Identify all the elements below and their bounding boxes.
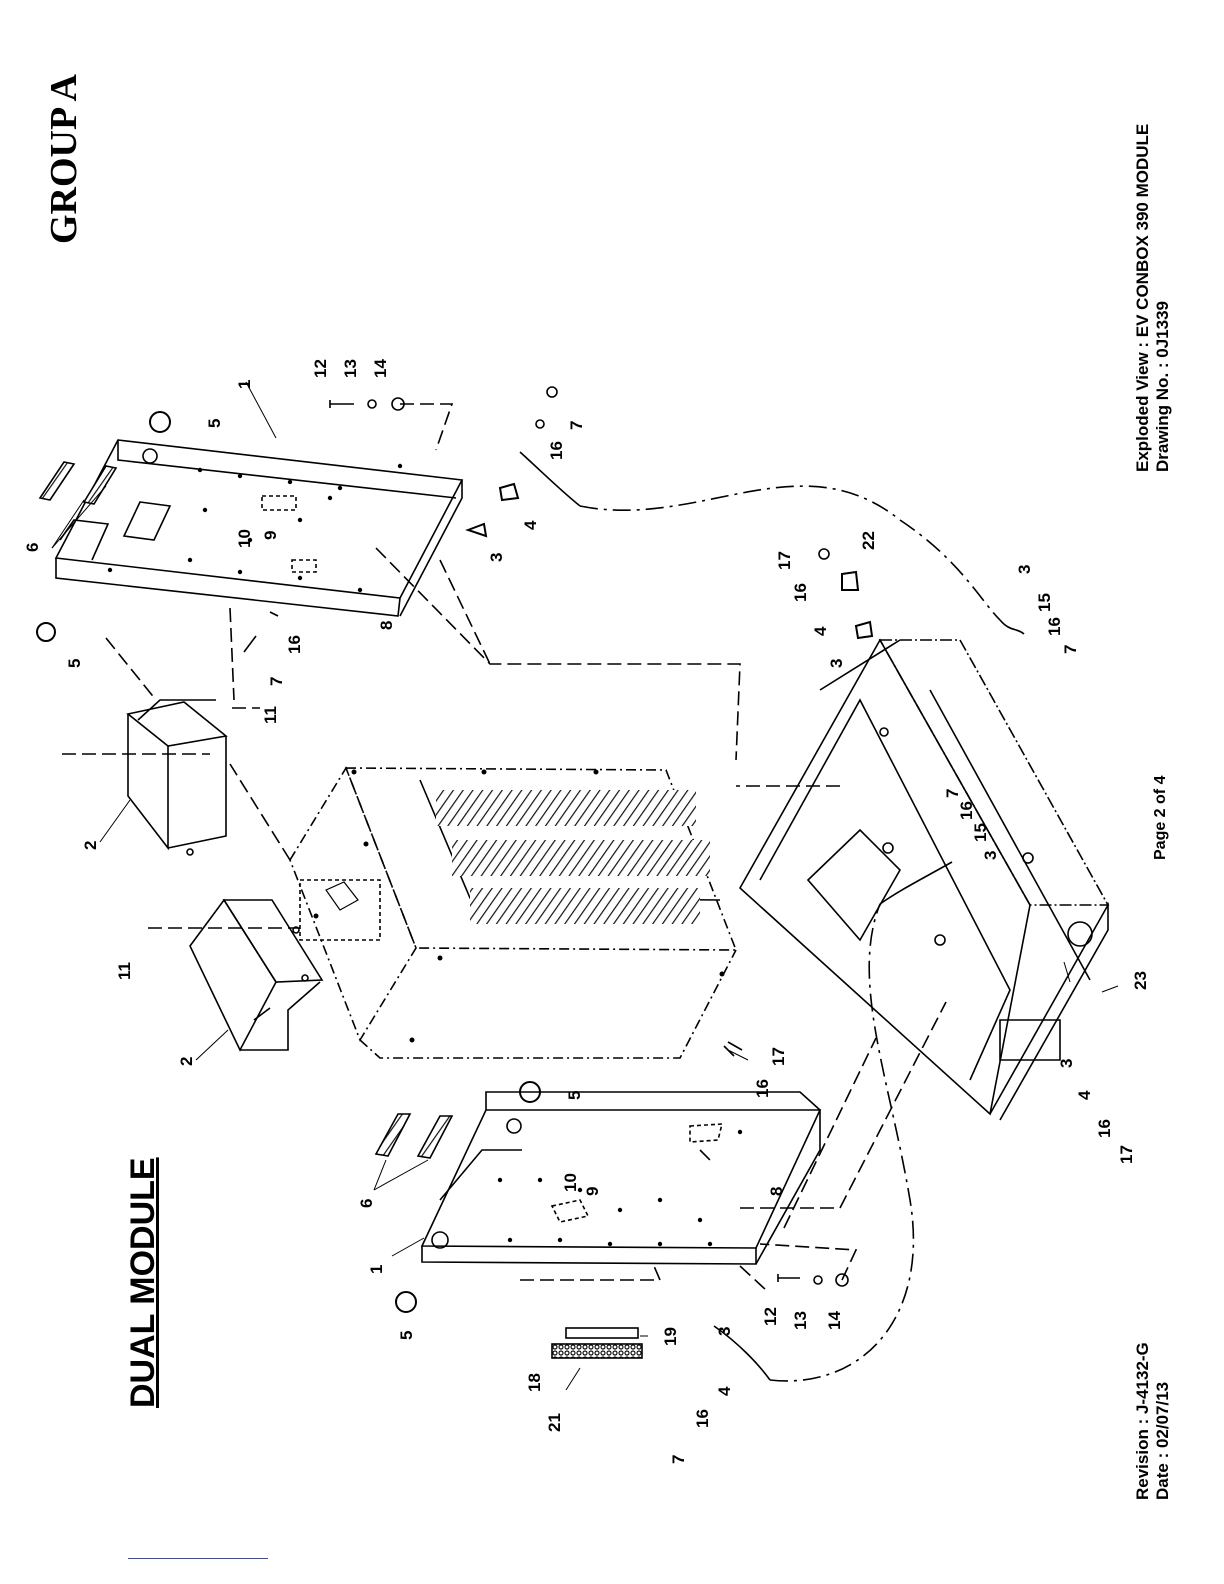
cover-lower: [190, 900, 322, 1050]
callout: 3: [715, 1327, 734, 1336]
callout: 15: [1035, 593, 1054, 612]
callout: 5: [65, 659, 84, 668]
callout: 17: [1117, 1145, 1136, 1164]
callout: 8: [377, 621, 396, 630]
gasket-strips-lower: [376, 1114, 452, 1158]
callout: 3: [981, 851, 1000, 860]
callout: 17: [769, 1047, 788, 1066]
callout: 4: [715, 1386, 734, 1396]
center-cabinet: [290, 768, 736, 1058]
leader-lines: [52, 382, 1118, 1390]
callout: 22: [859, 531, 878, 550]
callout: 12: [761, 1307, 780, 1326]
callout: 1: [235, 380, 254, 389]
callout: 9: [261, 531, 280, 540]
callout: 9: [583, 1187, 602, 1196]
callout: 1: [367, 1265, 386, 1274]
callout: 5: [397, 1331, 416, 1340]
callout: 21: [545, 1413, 564, 1432]
callout: 7: [267, 677, 286, 686]
callout: 4: [811, 626, 830, 636]
callout: 10: [235, 529, 254, 548]
callout: 16: [693, 1409, 712, 1428]
callout: 7: [669, 1455, 688, 1464]
base-frame: [740, 640, 1108, 1120]
callout: 16: [1095, 1119, 1114, 1138]
callout: 19: [661, 1327, 680, 1346]
callout: 6: [357, 1199, 376, 1208]
callout: 23: [1131, 971, 1150, 990]
callout: 5: [205, 419, 224, 428]
callout: 10: [561, 1173, 580, 1192]
callout: 18: [525, 1373, 544, 1392]
callout: 3: [827, 659, 846, 668]
callout: 8: [767, 1187, 786, 1196]
callout: 16: [1045, 617, 1064, 636]
callout: 3: [1057, 1059, 1076, 1068]
callout: 16: [547, 441, 566, 460]
callout: 13: [341, 359, 360, 378]
terminal-strip: [552, 1328, 642, 1358]
callout: 5: [565, 1091, 584, 1100]
callout: 3: [487, 553, 506, 562]
callout: 7: [1061, 645, 1080, 654]
callout: 14: [825, 1311, 844, 1330]
callout: 16: [285, 635, 304, 654]
callout: 16: [753, 1079, 772, 1098]
callout: 2: [81, 841, 100, 850]
callout: 17: [775, 551, 794, 570]
callout: 12: [311, 359, 330, 378]
callout: 3: [1015, 565, 1034, 574]
callout: 4: [521, 520, 540, 530]
callout: 6: [23, 543, 42, 552]
callout: 15: [971, 823, 990, 842]
gasket-strips-upper: [40, 462, 116, 504]
cover-upper: [128, 700, 226, 855]
callout: 16: [791, 583, 810, 602]
callout: 13: [791, 1311, 810, 1330]
callout: 11: [261, 706, 280, 724]
callout: 16: [957, 801, 976, 820]
callout: 14: [371, 359, 390, 378]
side-panel-upper: [56, 440, 462, 616]
callout: 7: [567, 421, 586, 430]
side-panel-lower: [422, 1092, 820, 1264]
callout: 4: [1075, 1090, 1094, 1100]
callout: 2: [177, 1057, 196, 1066]
callout: 11: [115, 962, 134, 980]
callout: 7: [943, 789, 962, 798]
